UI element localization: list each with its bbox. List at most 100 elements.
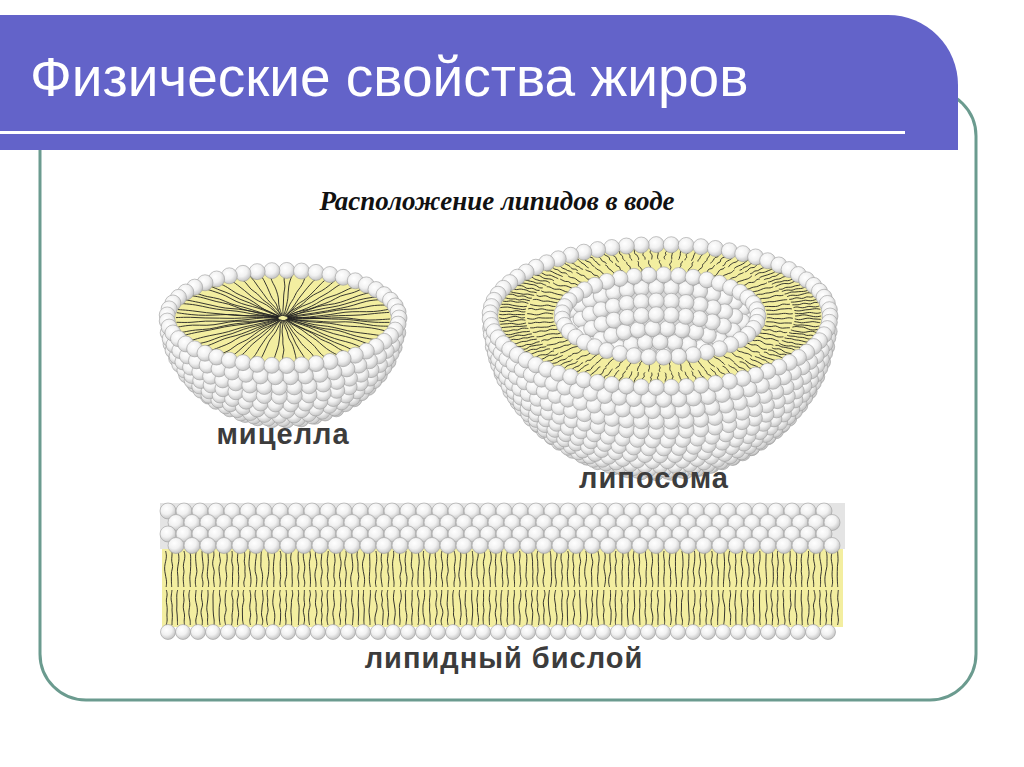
- fatty-tail: [284, 320, 297, 361]
- polar-head: [633, 379, 649, 395]
- polar-head: [322, 353, 338, 369]
- fatty-tail: [530, 304, 555, 306]
- fatty-tail: [579, 551, 581, 587]
- fatty-tail: [795, 551, 796, 587]
- fatty-tail: [381, 590, 383, 625]
- polar-head: [168, 538, 184, 554]
- fatty-tail: [765, 551, 767, 587]
- polar-head: [566, 625, 581, 640]
- fatty-tail: [537, 333, 561, 337]
- polar-head: [663, 237, 679, 253]
- polar-head: [488, 538, 504, 554]
- fatty-tail: [547, 340, 569, 346]
- fatty-tail: [387, 551, 389, 587]
- fatty-tail: [393, 590, 395, 625]
- fatty-tail: [232, 320, 281, 357]
- fatty-tail: [513, 551, 515, 587]
- fatty-tail: [321, 590, 323, 625]
- fatty-tail: [271, 274, 283, 316]
- inner-head: [663, 307, 679, 323]
- fatty-tail: [604, 551, 606, 587]
- fatty-tail: [615, 590, 617, 625]
- polar-head: [806, 625, 821, 640]
- inner-head-group: [554, 267, 766, 414]
- fatty-tail: [789, 333, 814, 336]
- fatty-tail: [657, 590, 658, 625]
- polar-head: [581, 625, 596, 640]
- polar-head: [536, 625, 551, 640]
- fatty-tail: [645, 590, 646, 625]
- fatty-tail: [772, 348, 794, 354]
- polar-head-group: [168, 538, 840, 554]
- fatty-tail: [741, 590, 743, 625]
- fatty-tail: [767, 313, 793, 315]
- fatty-tail: [627, 590, 628, 625]
- fatty-tail: [288, 312, 389, 317]
- inner-ring-head: [641, 267, 657, 283]
- fatty-tail: [195, 551, 197, 587]
- fatty-tail: [528, 308, 554, 310]
- polar-head: [392, 538, 408, 554]
- fatty-tail: [807, 551, 809, 587]
- fatty-tail: [639, 551, 641, 587]
- polar-head: [328, 538, 344, 554]
- polar-head: [184, 538, 200, 554]
- fatty-tail: [675, 551, 676, 587]
- polar-head: [596, 625, 611, 640]
- polar-head: [446, 625, 461, 640]
- polar-head: [280, 538, 296, 554]
- fatty-tail: [530, 325, 555, 328]
- fatty-tail: [255, 551, 257, 587]
- polar-head: [678, 379, 694, 395]
- fatty-tail: [399, 590, 401, 625]
- fatty-tail: [586, 590, 587, 625]
- fatty-tail: [369, 590, 370, 625]
- inner-head: [678, 308, 694, 324]
- fatty-tail: [267, 551, 269, 587]
- fatty-tail: [242, 590, 243, 625]
- fatty-tail: [615, 551, 616, 587]
- polar-head: [824, 538, 840, 554]
- fatty-tail: [255, 590, 257, 625]
- polar-head: [821, 625, 836, 640]
- polar-head: [678, 237, 694, 253]
- fatty-tail: [622, 551, 623, 587]
- fatty-tail: [489, 590, 490, 625]
- fatty-tail: [729, 590, 730, 625]
- fatty-tail-group: [499, 248, 821, 383]
- fatty-tail: [820, 590, 821, 625]
- fatty-tail: [315, 590, 317, 625]
- fatty-tail: [250, 590, 251, 625]
- polar-head: [648, 538, 664, 554]
- fatty-tail: [591, 551, 592, 587]
- fatty-tail: [327, 551, 328, 587]
- fatty-tail: [795, 318, 821, 320]
- fatty-tail: [759, 551, 761, 587]
- fatty-tail: [459, 551, 461, 587]
- fatty-tail: [717, 551, 719, 587]
- polar-head: [235, 355, 251, 371]
- fatty-tail-group: [165, 551, 839, 625]
- fatty-tail: [520, 344, 543, 349]
- polar-head: [791, 625, 806, 640]
- fatty-tail: [528, 322, 554, 324]
- fatty-tail: [598, 551, 600, 587]
- polar-head: [235, 265, 251, 281]
- inner-ring-head: [612, 346, 628, 362]
- fatty-tail: [706, 590, 707, 625]
- inner-head: [685, 269, 701, 285]
- polar-head: [251, 625, 266, 640]
- fatty-tail: [585, 551, 587, 587]
- inner-head: [626, 268, 642, 284]
- polar-head: [600, 538, 616, 554]
- fatty-tail: [375, 551, 376, 587]
- fatty-tail: [286, 320, 347, 353]
- fatty-tail: [405, 551, 407, 587]
- fatty-tail: [747, 551, 749, 587]
- fatty-tail: [423, 590, 425, 625]
- polar-head: [161, 625, 176, 640]
- fatty-tail: [345, 590, 347, 625]
- fatty-tail: [681, 590, 683, 625]
- fatty-tail: [465, 590, 467, 625]
- polar-head: [491, 625, 506, 640]
